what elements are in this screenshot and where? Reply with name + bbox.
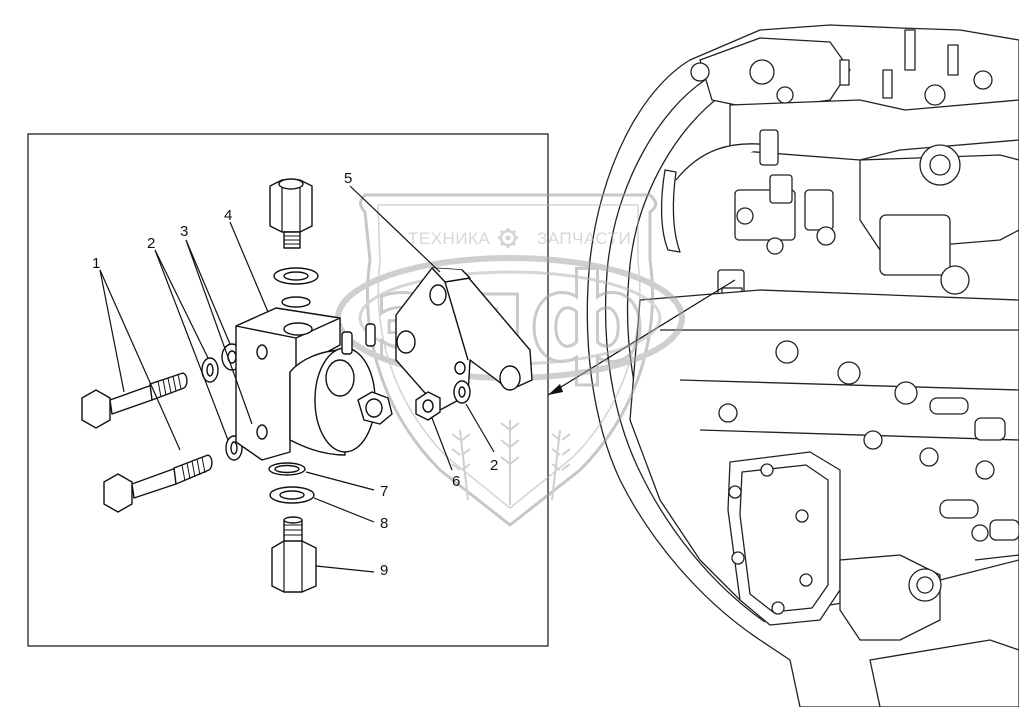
callout-8: 8: [380, 515, 388, 532]
callout-1: 1: [92, 255, 100, 272]
callout-2-lower: 2: [490, 457, 498, 474]
callout-3: 3: [180, 223, 188, 240]
lock-washer-upper: [201, 357, 219, 383]
engine-assembly-illustration: [586, 24, 1019, 707]
watermark-left-text: ТЕХНИКА: [408, 229, 490, 248]
callout-6: 6: [452, 473, 460, 490]
watermark-right-text: ЗАПЧАСТИ: [537, 229, 631, 248]
callout-9: 9: [380, 562, 388, 579]
mounting-bracket: [395, 267, 533, 411]
lock-washer-bracket: [453, 380, 471, 404]
bolt-lower: [103, 454, 213, 513]
fitting-lower: [271, 516, 317, 593]
callout-labels: 1 2 3 4 5 6 2 7 8 9: [92, 170, 498, 579]
fitting-upper: [269, 178, 313, 249]
valve-body: [235, 307, 393, 461]
callout-4: 4: [224, 207, 232, 224]
o-ring-upper: [281, 296, 311, 308]
callout-2-upper: 2: [147, 235, 155, 252]
callout-5: 5: [344, 170, 352, 187]
callout-7: 7: [380, 483, 388, 500]
bolt-upper: [81, 372, 188, 429]
detail-frame: [27, 133, 549, 647]
leader-lines: [99, 185, 495, 573]
o-ring: [268, 462, 306, 476]
sealing-washer-upper: [273, 267, 319, 285]
sealing-washer: [269, 486, 315, 504]
watermark-shield: [359, 193, 658, 527]
gear-icon: [498, 228, 518, 248]
hex-nut: [415, 391, 441, 421]
